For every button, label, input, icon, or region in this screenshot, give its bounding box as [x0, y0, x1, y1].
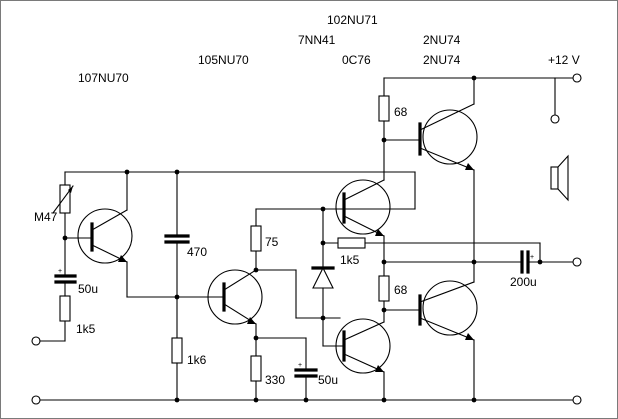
diode-icon — [312, 266, 334, 289]
label-t3-a: 102NU71 — [327, 13, 378, 27]
label-t1: 107NU70 — [78, 71, 129, 85]
output-bias-resistors: 68 68 — [378, 77, 421, 313]
label-r-330: 330 — [265, 373, 285, 387]
transistor-t4: 2NU74 — [418, 33, 478, 263]
label-pot-m47: M47 — [34, 210, 58, 224]
transistor-t2: 105NU70 — [198, 53, 263, 339]
cap-50u-emitter-plus: + — [298, 362, 302, 369]
label-c-50u-emitter: 50u — [318, 373, 338, 387]
label-c-470: 470 — [187, 245, 207, 259]
label-t3-c: 0C76 — [342, 53, 371, 67]
supply-voltage-label: +12 V — [548, 53, 580, 67]
resistor-1k6 — [171, 337, 183, 364]
output-coupling: + 200u — [383, 250, 582, 289]
label-r-68-top: 68 — [394, 105, 408, 119]
supply-ground-terminal — [550, 114, 560, 124]
label-c-50u-input: 50u — [78, 282, 98, 296]
npn-transistor-icon — [335, 179, 391, 235]
supply-terminal — [572, 73, 582, 83]
npn-transistor-icon — [422, 109, 478, 165]
transistor-t5: 2NU74 — [418, 53, 478, 403]
transistor-t3-lower — [322, 309, 391, 403]
resistor-1k5-input — [59, 295, 71, 322]
diode-bias: 1k5 — [311, 206, 541, 321]
npn-transistor-icon — [77, 208, 133, 264]
transistor-t3-upper: 102NU71 7NN41 0C76 — [298, 13, 391, 263]
label-t5: 2NU74 — [423, 53, 461, 67]
label-t4: 2NU74 — [423, 33, 461, 47]
npn-transistor-icon — [207, 269, 263, 325]
speaker-icon — [550, 154, 569, 202]
resistor-1k5-feedback — [337, 237, 366, 249]
label-t2: 105NU70 — [198, 53, 249, 67]
resistor-75 — [250, 225, 262, 252]
label-r-1k5-feedback: 1k5 — [340, 253, 360, 267]
npn-transistor-icon — [422, 280, 478, 336]
supply-rail: +12 V — [383, 53, 582, 124]
resistor-68-bottom — [378, 275, 390, 302]
potentiometer-m47 — [59, 184, 71, 214]
bias-network: 470 1k6 — [164, 171, 207, 403]
ground-right-terminal — [572, 395, 582, 405]
driver-emitter-network: 75 330 + 50u — [250, 208, 416, 403]
label-r-1k5-input: 1k5 — [76, 322, 96, 336]
input-section: 1k5 + 50u M47 — [31, 169, 416, 346]
label-r-1k6: 1k6 — [187, 353, 207, 367]
resistor-330 — [250, 355, 262, 382]
cap-200u-plus: + — [530, 254, 534, 261]
input-terminal — [31, 336, 41, 346]
label-t3-b: 7NN41 — [298, 33, 336, 47]
transistor-t1: 107NU70 — [64, 71, 225, 298]
output-terminal — [572, 257, 582, 267]
label-r-68-bottom: 68 — [394, 283, 408, 297]
ground-left-terminal — [31, 395, 41, 405]
cap-50u-input-plus: + — [58, 268, 62, 275]
resistor-68-top — [378, 95, 390, 122]
label-c-200u: 200u — [510, 275, 537, 289]
label-r-75: 75 — [265, 235, 279, 249]
